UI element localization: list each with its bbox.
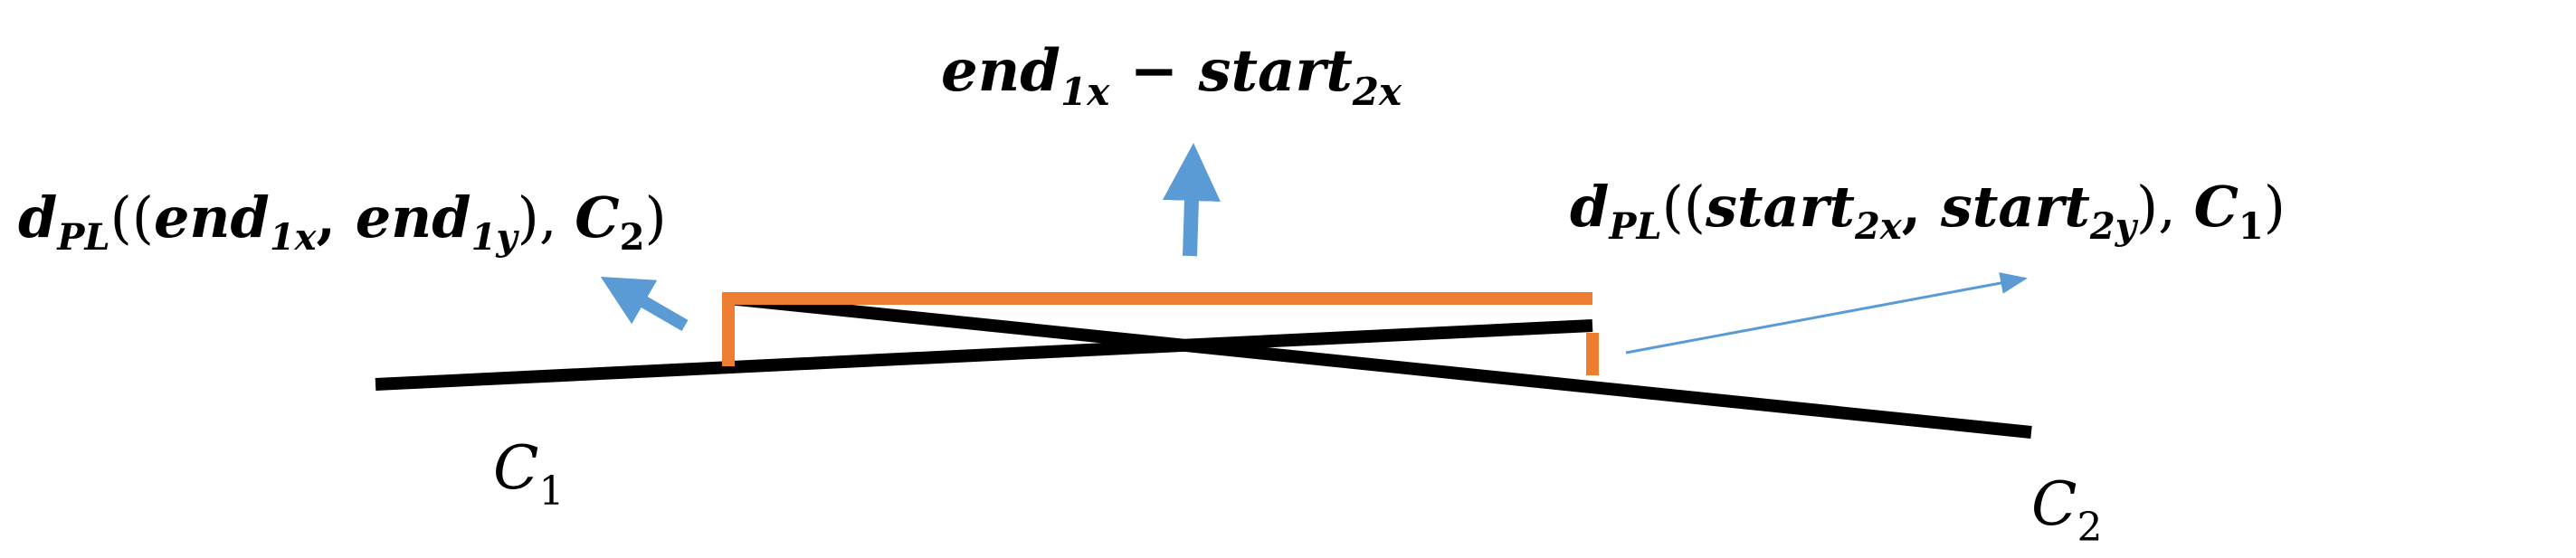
curve-c2-line <box>727 292 2032 439</box>
right-formula: dPL((start2x, start2y), C1) <box>1570 174 2286 248</box>
left-formula: dPL((end1x, end1y), C2) <box>18 184 667 259</box>
arrow-up <box>1162 143 1221 257</box>
distance-bracket <box>722 292 1592 366</box>
curve-c1-label: C1 <box>493 433 565 515</box>
top-formula: end1x − start2x <box>941 37 1402 114</box>
curve-c1-line <box>375 319 1593 391</box>
arrow-right-up <box>1625 272 2028 355</box>
arrow-left-up <box>600 276 689 332</box>
curve-c2-label: C2 <box>2031 469 2103 551</box>
